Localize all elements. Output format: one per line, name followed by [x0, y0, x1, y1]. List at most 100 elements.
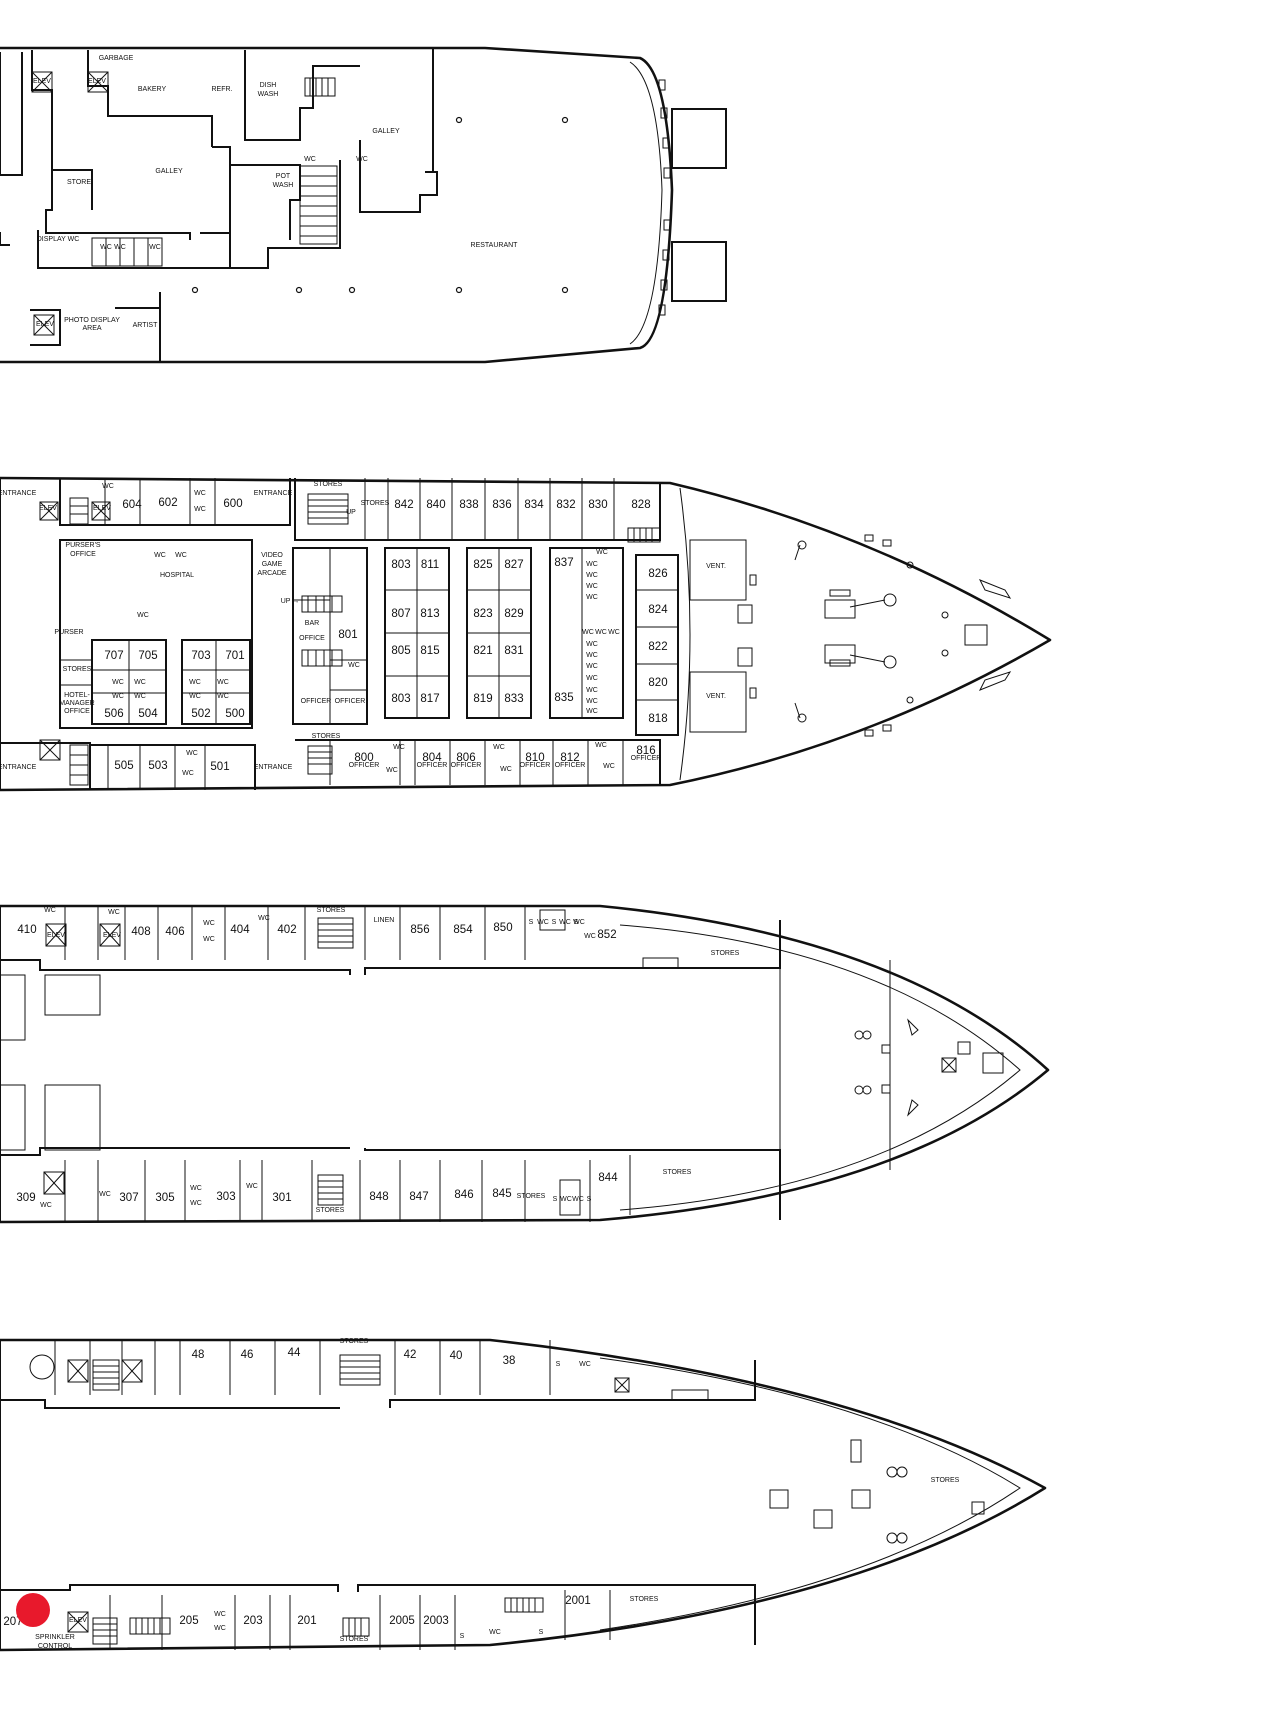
room-number: 406	[165, 926, 184, 938]
room-number: 201	[297, 1615, 316, 1627]
area-label: WC	[190, 1200, 202, 1207]
room-number: 801	[338, 629, 357, 641]
area-label: WC	[595, 629, 607, 636]
room-number: 408	[131, 926, 150, 938]
area-label: STORES	[340, 1338, 369, 1345]
room-number: 46	[241, 1349, 254, 1361]
area-label: ELEV	[88, 78, 106, 85]
area-label: ENTRANCE	[254, 490, 293, 497]
area-label: WC	[40, 1202, 52, 1209]
area-label: ELEV	[47, 932, 65, 939]
area-label: OFFICE	[70, 551, 96, 558]
area-label: ARTIST	[133, 322, 158, 329]
room-number: 812	[560, 752, 579, 764]
area-label: WC	[137, 612, 149, 619]
room-number: 829	[504, 608, 523, 620]
area-label: CONTROL	[38, 1643, 72, 1650]
area-label: UP →	[281, 598, 300, 605]
room-number: 301	[272, 1192, 291, 1204]
deck-lower	[0, 1338, 1047, 1652]
room-number: 852	[597, 929, 616, 941]
area-label: WC	[537, 919, 549, 926]
area-label: STORES	[340, 1636, 369, 1643]
area-label: WC	[154, 552, 166, 559]
area-label: WC	[608, 629, 620, 636]
room-number: 500	[225, 708, 244, 720]
area-label: WC	[573, 919, 585, 926]
room-number: 844	[598, 1172, 618, 1184]
room-number: 825	[473, 559, 492, 571]
area-label: S	[553, 1196, 558, 1203]
room-number: 305	[155, 1192, 174, 1204]
room-number: 602	[158, 497, 177, 509]
area-label: ENTRANCE	[0, 490, 37, 497]
area-label: ELEV	[36, 321, 54, 328]
area-label: RESTAURANT	[471, 242, 519, 249]
area-label: OFFICE	[299, 635, 325, 642]
area-label: WC	[393, 744, 405, 751]
area-label: BAKERY	[138, 86, 167, 93]
room-number: 502	[191, 708, 210, 720]
room-number: 705	[138, 650, 157, 662]
room-number: 838	[459, 499, 478, 511]
room-number: 811	[421, 559, 439, 571]
area-label: OFFICER	[349, 762, 380, 769]
room-number: 813	[420, 608, 439, 620]
area-label: OFFICER	[335, 698, 366, 705]
area-label: WC	[489, 1629, 501, 1636]
area-label: STORES	[317, 907, 346, 914]
area-label: PURSER	[54, 629, 83, 636]
area-label: WC	[175, 552, 187, 559]
room-number: 834	[524, 499, 544, 511]
room-number: 205	[179, 1615, 198, 1627]
area-label: WC	[134, 679, 146, 686]
area-label: HOTEL-	[64, 692, 90, 699]
area-label: WC	[582, 629, 594, 636]
area-label: WC	[586, 572, 598, 579]
area-label: WC	[203, 920, 215, 927]
area-label: WASH	[273, 182, 294, 189]
area-label: WC	[386, 767, 398, 774]
area-label: WC	[214, 1625, 226, 1632]
area-label: WC	[108, 909, 120, 916]
area-label: OFFICER	[417, 762, 448, 769]
room-number: 2003	[423, 1615, 449, 1627]
area-label: WC	[258, 915, 270, 922]
room-number: 818	[648, 713, 667, 725]
room-number: 701	[225, 650, 244, 662]
area-label: SPRINKLER	[35, 1634, 75, 1641]
room-number: 2005	[389, 1615, 415, 1627]
area-label: WC	[560, 1196, 572, 1203]
room-number: 40	[450, 1350, 463, 1362]
area-label: WC	[603, 763, 615, 770]
room-number: 824	[648, 604, 668, 616]
area-label: WC	[595, 742, 607, 749]
room-number: 2001	[565, 1595, 591, 1607]
area-label: WC	[189, 693, 201, 700]
area-label: DISH	[260, 82, 277, 89]
area-label: WC	[348, 662, 360, 669]
area-label: WC	[586, 698, 598, 705]
room-number: 823	[473, 608, 492, 620]
area-label: WC	[99, 1191, 111, 1198]
area-label: PURSER'S	[65, 542, 101, 549]
area-label: STORES	[63, 666, 92, 673]
area-label: S	[539, 1629, 544, 1636]
room-number: 832	[556, 499, 575, 511]
area-label: BAR	[305, 620, 319, 627]
area-label: STORES	[517, 1193, 546, 1200]
area-label: ELEV	[39, 505, 57, 512]
room-number: 815	[420, 645, 439, 657]
area-label: S	[587, 1196, 592, 1203]
area-label: WC	[586, 594, 598, 601]
room-number: 44	[288, 1347, 301, 1359]
room-number: 805	[391, 645, 410, 657]
area-label: OFFICER	[301, 698, 332, 705]
room-number: 800	[354, 752, 373, 764]
room-number: 854	[453, 924, 473, 936]
area-label: WC	[586, 663, 598, 670]
area-label: WC	[579, 1361, 591, 1368]
area-label: WC	[44, 907, 56, 914]
area-label: ENTRANCE	[0, 764, 37, 771]
area-label: ELEV	[103, 932, 121, 939]
